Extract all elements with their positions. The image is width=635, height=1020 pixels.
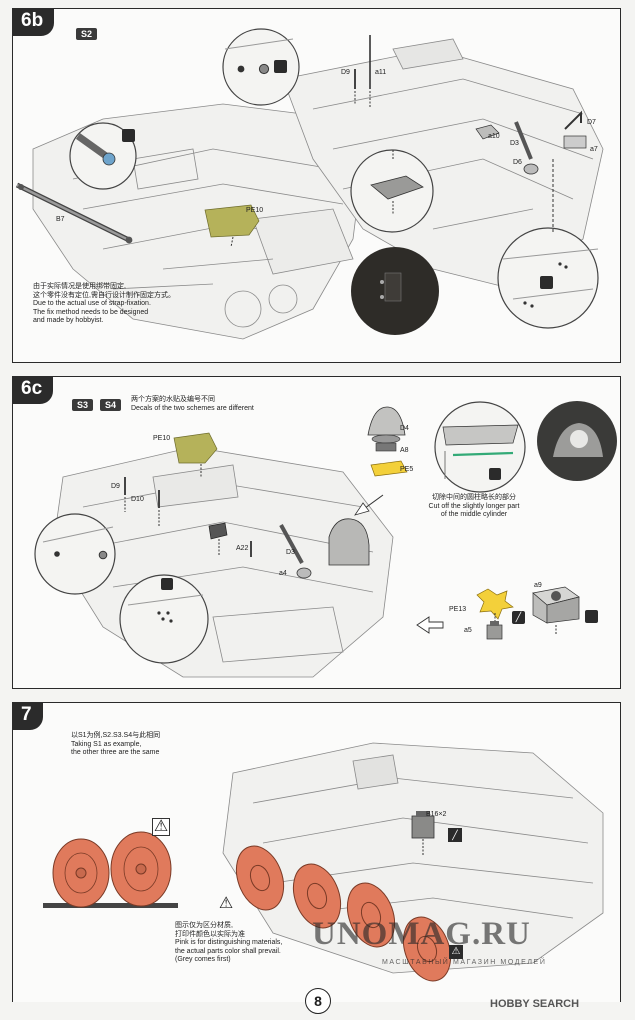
label-b16: B16×2	[426, 811, 447, 818]
decal-scheme-note: 两个方案的水贴及编号不同 Decals of the two schemes a…	[131, 396, 254, 412]
step-6c-panel: 6c S3 S4 两个方案的水贴及编号不同 Decals of the two …	[12, 376, 621, 689]
step-6b-illustration	[15, 28, 604, 340]
label-d3: D3	[286, 549, 295, 556]
label-a7: a7	[590, 146, 598, 153]
scheme-chip-s2: S2	[76, 28, 98, 40]
label-a10: a10	[488, 133, 500, 140]
watermark-brand: UNOMAG.RU	[312, 916, 531, 952]
label-d6: D6	[513, 159, 522, 166]
strap-fixation-note: 由于实际情况是使用绑带固定, 这个零件没有定位,需自行设计制作固定方式。 Due…	[33, 283, 175, 325]
glue-icon	[274, 60, 287, 73]
glue-icon	[161, 578, 173, 590]
label-b7: B7	[56, 216, 65, 223]
label-d7: D7	[587, 119, 596, 126]
watermark-brand-subtitle: МАСШТАБНЫЙ МАГАЗИН МОДЕЛЕЙ	[382, 959, 547, 966]
step-7-illustration	[43, 742, 604, 982]
step-7-panel: 7 以S1为例,S2.S3.S4与此相同 Taking S1 as exampl…	[12, 702, 621, 1002]
caution-icon: ⚠	[449, 945, 463, 959]
label-d10: D10	[131, 496, 144, 503]
scheme-chip-s4: S4	[100, 399, 122, 411]
label-a11: a11	[375, 69, 387, 76]
step-6c-number: 6c	[12, 376, 54, 404]
step-6c-illustration	[34, 401, 617, 678]
caution-icon: ⚠	[218, 895, 234, 912]
label-pe10: PE10	[246, 207, 264, 214]
page-number: 8	[305, 988, 331, 1014]
glue-icon	[489, 468, 501, 480]
cut-cylinder-note: 切除中间的圆柱略长的部分 Cut off the slightly longer…	[428, 494, 520, 519]
pink-material-note: 图示仅为区分材质, 打印件颜色以实际为准 Pink is for disting…	[175, 922, 283, 964]
caution-icon: ⚠	[152, 818, 170, 836]
step-7-number: 7	[12, 702, 43, 730]
label-d3: D3	[510, 140, 519, 147]
label-d9: D9	[111, 483, 120, 490]
knife-icon: ╱	[512, 611, 525, 624]
scheme-chip-s3: S3	[72, 399, 94, 411]
label-d4: D4	[400, 425, 409, 432]
label-pe13: PE13	[449, 606, 467, 613]
wheel-pair-front	[52, 831, 172, 908]
example-scheme-note: 以S1为例,S2.S3.S4与此相同 Taking S1 as example,…	[71, 732, 161, 757]
step-6b-number: 6b	[12, 8, 55, 36]
glue-icon	[122, 129, 135, 142]
label-a8: A8	[400, 447, 409, 454]
label-a4: a4	[279, 570, 287, 577]
label-d9: D9	[341, 69, 350, 76]
glue-icon	[540, 276, 553, 289]
knife-icon: ╱	[448, 828, 462, 842]
step-6b-panel: 6b S2	[12, 8, 621, 363]
label-a5: a5	[464, 627, 472, 634]
wheel-set-hull	[235, 845, 452, 982]
hobby-search-logo: HOBBY SEARCH	[490, 998, 580, 1010]
label-a9: a9	[534, 582, 542, 589]
glue-icon	[585, 610, 598, 623]
label-pe5: PE5	[400, 466, 414, 473]
label-pe10: PE10	[153, 435, 171, 442]
label-a22: A22	[236, 545, 249, 552]
